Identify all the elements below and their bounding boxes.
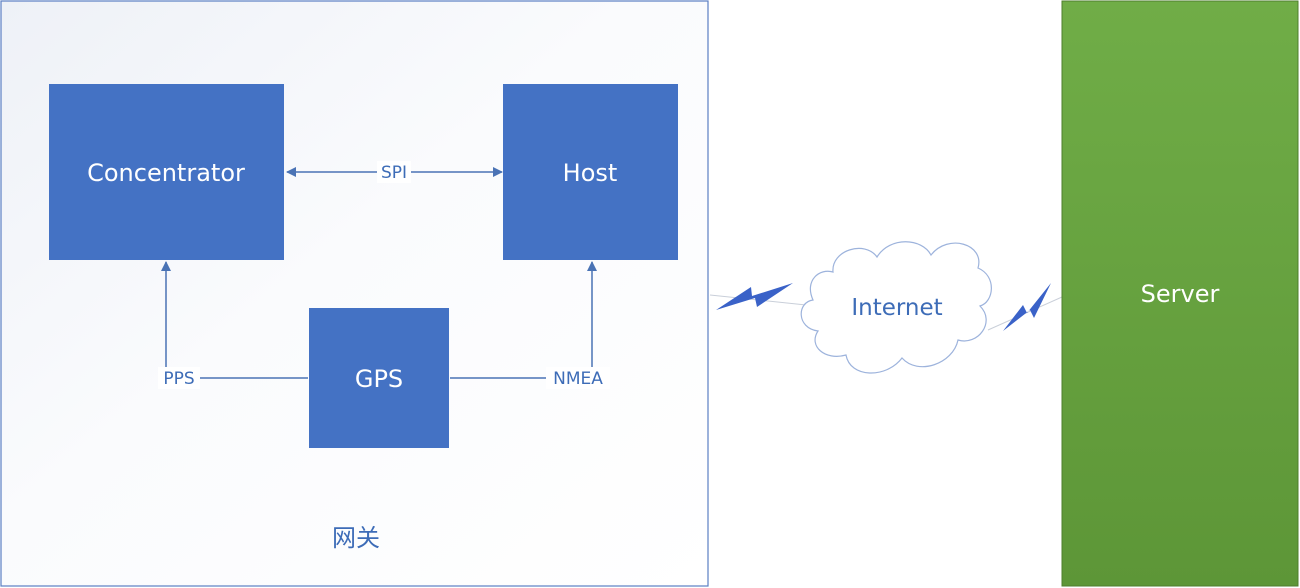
lightning-icon xyxy=(716,283,793,310)
host-label: Host xyxy=(563,159,618,187)
cloud-icon xyxy=(800,241,992,374)
host-box xyxy=(503,84,678,260)
gps-box xyxy=(309,308,449,448)
internet-label: Internet xyxy=(851,295,942,321)
server-label: Server xyxy=(1141,280,1220,308)
lightning-icon xyxy=(1003,283,1051,331)
nmea-label: NMEA xyxy=(553,369,603,389)
pps-label-bg xyxy=(158,367,200,389)
concentrator-label: Concentrator xyxy=(87,159,245,187)
spi-label-bg xyxy=(377,161,411,183)
gateway-label: 网关 xyxy=(332,524,380,552)
gps-label: GPS xyxy=(355,365,403,393)
concentrator-box xyxy=(49,84,284,260)
nmea-label-bg xyxy=(546,367,610,389)
spi-label: SPI xyxy=(381,163,407,183)
pps-label: PPS xyxy=(163,369,194,389)
server-box xyxy=(1061,0,1299,587)
